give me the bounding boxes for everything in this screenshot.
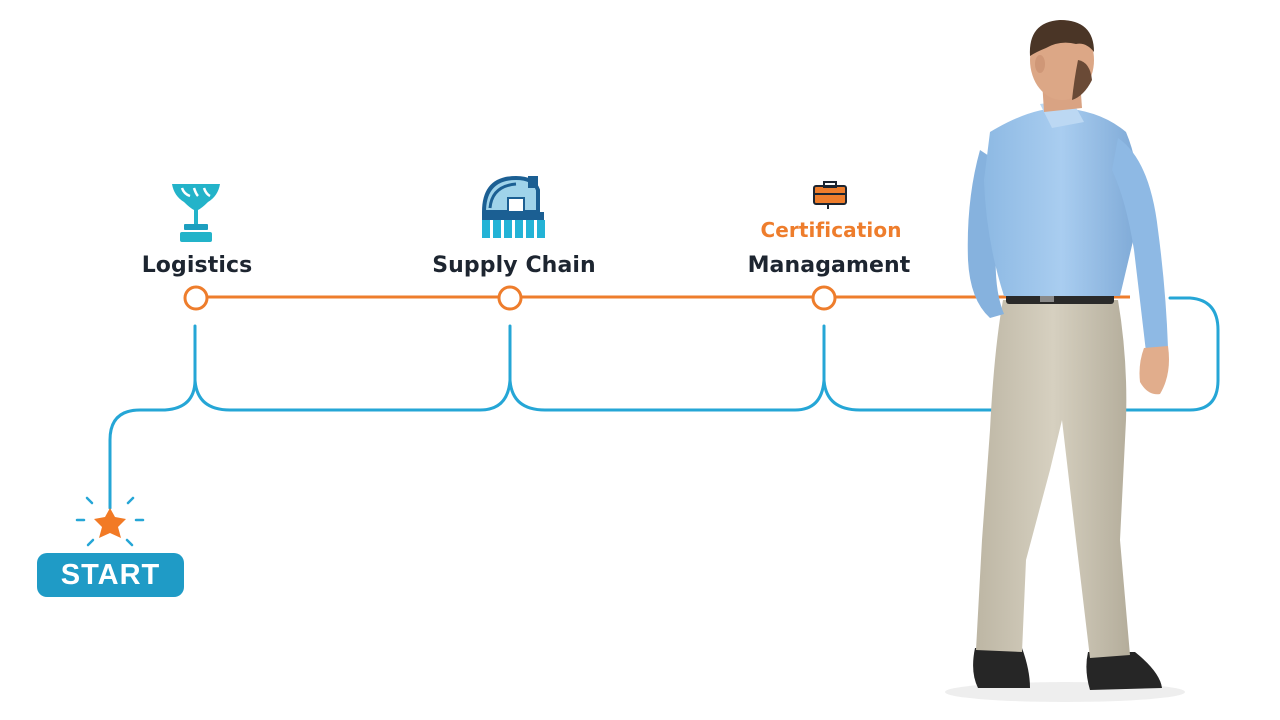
briefcase-icon bbox=[813, 181, 847, 209]
start-star-icon bbox=[75, 488, 145, 547]
start-badge: START bbox=[37, 553, 184, 597]
timeline-node-management bbox=[811, 285, 837, 311]
node-label-supply-chain: Supply Chain bbox=[432, 253, 596, 278]
timeline-node-supply-chain bbox=[497, 285, 523, 311]
node-label-management: Managament bbox=[747, 253, 911, 278]
node-sublabel-certification: Certification bbox=[760, 218, 902, 242]
start-connector-line bbox=[108, 324, 197, 510]
timeline-node-logistics bbox=[183, 285, 209, 311]
trophy-icon bbox=[172, 184, 220, 242]
bracket-connector-line bbox=[193, 296, 1220, 412]
dome-icon bbox=[481, 175, 545, 238]
node-label-logistics: Logistics bbox=[141, 253, 253, 278]
